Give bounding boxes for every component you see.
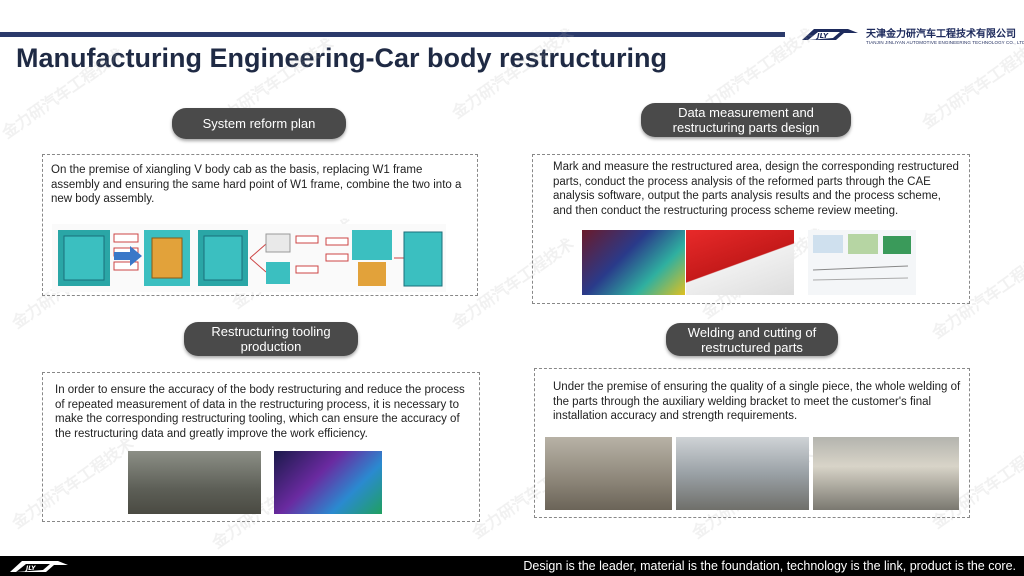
system-reform-diagram [52,224,446,292]
cae-analysis-image-3 [808,230,916,295]
welding-photo-2 [676,437,809,510]
analysis-chart-icon [812,234,911,281]
welding-label-line1: Welding and cutting of [687,324,817,340]
body-assembly-diagram-icon [58,230,443,287]
jly-logo-icon: JLY [10,561,68,572]
data-measurement-label-line1: Data measurement and [678,105,814,120]
company-name: 天津金力研汽车工程技术有限公司 TIANJIN JINLIYAN AUTOMOT… [866,25,1024,45]
data-measurement-panel [532,154,970,304]
tooling-label-line1: Restructuring tooling [211,324,331,339]
tooling-photo [128,451,261,514]
watermark-text: 金力研汽车工程技术 [919,35,1024,133]
tooling-text: In order to ensure the accuracy of the b… [55,384,465,440]
tooling-panel [42,372,480,522]
system-reform-panel [42,154,478,296]
footer-slogan: Design is the leader, material is the fo… [523,559,1016,573]
page-title: Manufacturing Engineering-Car body restr… [16,43,668,73]
welding-photo-3 [813,437,959,510]
system-reform-label: System reform plan [172,108,346,139]
data-measurement-label: Data measurement and restructuring parts… [641,103,851,137]
welding-label-line2: restructured parts [701,339,803,355]
company-name-en: TIANJIN JINLIYAN AUTOMOTIVE ENGINEERING … [866,40,1024,45]
welding-text: Under the premise of ensuring the qualit… [553,381,961,422]
company-name-cn: 天津金力研汽车工程技术有限公司 [866,29,1016,40]
footer-bar [0,556,1024,576]
svg-text:JLY: JLY [815,32,829,40]
welding-panel [534,368,970,518]
header-rule [0,32,785,37]
tooling-model-image [274,451,382,514]
system-reform-text: On the premise of xiangling V body cab a… [51,164,462,205]
cae-analysis-image-2 [686,230,794,295]
tooling-label-line2: production [240,339,302,354]
jly-logo-icon: JLY [802,29,858,40]
cae-analysis-image-1 [582,230,685,295]
welding-label: Welding and cutting of restructured part… [666,323,838,356]
system-reform-label-text: System reform plan [202,116,316,131]
svg-text:JLY: JLY [25,565,36,572]
welding-photo-1 [545,437,672,510]
data-measurement-text: Mark and measure the restructured area, … [553,161,959,217]
tooling-label: Restructuring tooling production [184,322,358,356]
data-measurement-label-line2: restructuring parts design [672,120,820,135]
